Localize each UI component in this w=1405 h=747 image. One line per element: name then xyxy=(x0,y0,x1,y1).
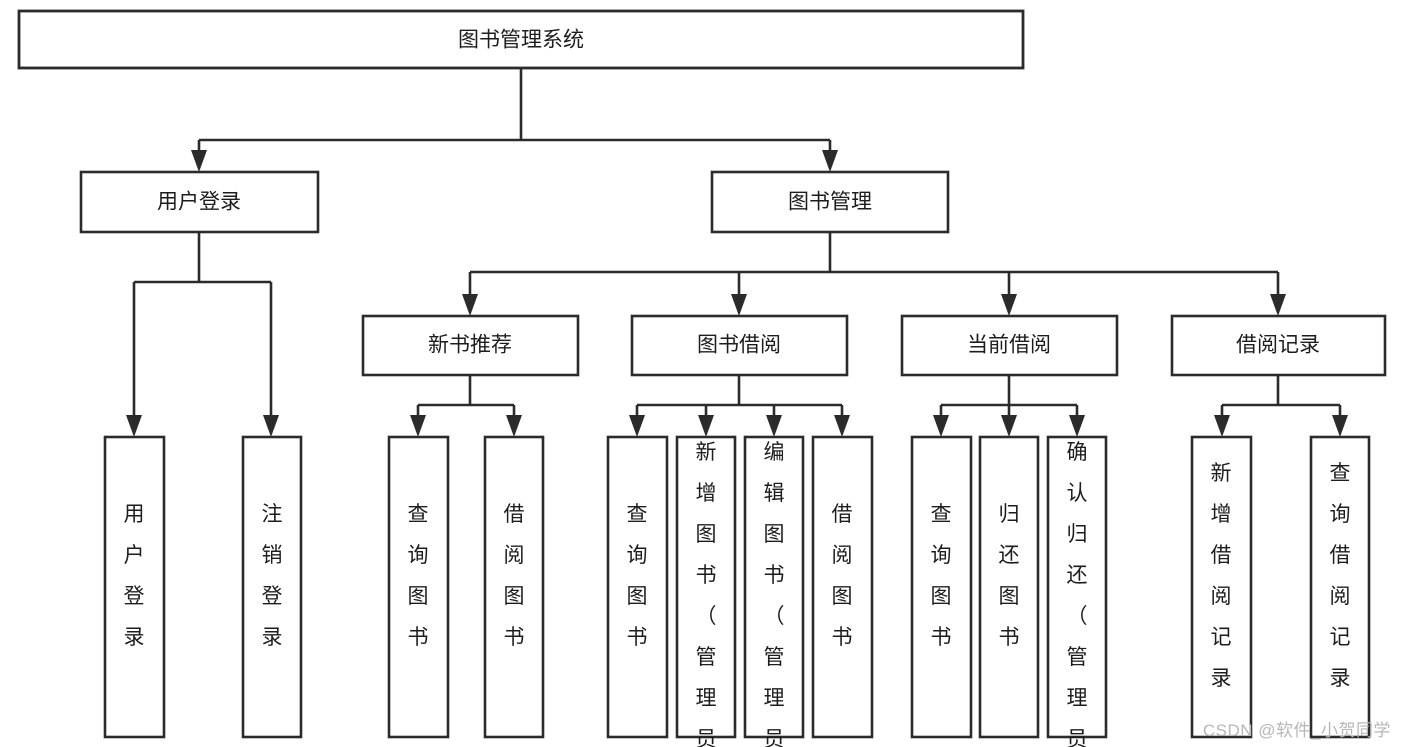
arrow-head-currentborrow xyxy=(1001,294,1017,316)
node-leaf-add-record[interactable]: 新增借阅记录 xyxy=(1190,435,1253,739)
node-borrow-record[interactable]: 借阅记录 xyxy=(1170,314,1387,377)
node-leaf-return-book-label: 归还图书 xyxy=(999,503,1020,649)
node-leaf-query-book-1-box[interactable] xyxy=(387,435,450,739)
arrow-head-borrowrecord xyxy=(1270,294,1286,316)
node-leaf-edit-book[interactable]: 编辑图书（管理员） xyxy=(743,435,805,747)
node-leaf-borrow-book-1-label: 借阅图书 xyxy=(504,503,525,649)
node-leaf-confirm-return[interactable]: 确认归还（管理员） xyxy=(1046,435,1108,747)
node-leaf-return-book-box[interactable] xyxy=(978,435,1040,739)
node-borrow-record-box[interactable] xyxy=(1170,314,1387,377)
node-book-borrow-label: 图书借阅 xyxy=(697,334,781,357)
node-book-borrow[interactable]: 图书借阅 xyxy=(630,314,849,377)
node-leaf-logout-box[interactable] xyxy=(241,435,303,739)
arrow-head-leaf-borrow-book-2 xyxy=(834,415,850,437)
node-book-manage-label: 图书管理 xyxy=(788,191,872,214)
node-leaf-query-record-label: 查询借阅记录 xyxy=(1330,462,1351,690)
arrow-head-newbook xyxy=(462,294,478,316)
arrow-head-leaf-edit-book xyxy=(766,415,782,437)
node-leaf-add-book-label: 新增图书（管理员） xyxy=(696,441,717,747)
node-user-login-box[interactable] xyxy=(79,170,320,234)
node-leaf-user-login-box[interactable] xyxy=(103,435,166,739)
node-leaf-borrow-book-1-box[interactable] xyxy=(483,435,545,739)
arrow-head-leaf-confirm-return xyxy=(1069,415,1085,437)
node-leaf-query-record-box[interactable] xyxy=(1309,435,1371,739)
node-leaf-confirm-return-box[interactable] xyxy=(1046,435,1108,739)
node-leaf-add-book-box[interactable] xyxy=(675,435,737,739)
arrow-head-leaf-add-book xyxy=(698,415,714,437)
node-new-book-rec-box[interactable] xyxy=(361,314,580,377)
node-current-borrow-label: 当前借阅 xyxy=(967,334,1051,357)
node-leaf-logout[interactable]: 注销登录 xyxy=(241,435,303,739)
node-leaf-add-record-box[interactable] xyxy=(1190,435,1253,739)
node-new-book-rec[interactable]: 新书推荐 xyxy=(361,314,580,377)
node-book-borrow-box[interactable] xyxy=(630,314,849,377)
node-leaf-return-book[interactable]: 归还图书 xyxy=(978,435,1040,739)
arrow-head-bookborrow xyxy=(731,294,747,316)
node-leaf-query-book-3-label: 查询图书 xyxy=(931,503,952,649)
arrow-head-leaf-query-book-1 xyxy=(410,415,426,437)
node-leaf-user-login-label: 用户登录 xyxy=(124,503,145,649)
node-leaf-borrow-book-1[interactable]: 借阅图书 xyxy=(483,435,545,739)
csdn-watermark: CSDN @软件_小贺同学 xyxy=(1202,721,1391,740)
node-leaf-add-record-label: 新增借阅记录 xyxy=(1211,462,1232,690)
arrow-head-leaf-user-login xyxy=(126,415,142,437)
arrow-head-leaf-query-book-3 xyxy=(933,415,949,437)
node-leaf-borrow-book-2[interactable]: 借阅图书 xyxy=(811,435,874,739)
node-leaf-query-book-2-label: 查询图书 xyxy=(627,503,648,649)
node-book-manage-box[interactable] xyxy=(710,170,950,234)
node-user-login-label: 用户登录 xyxy=(157,191,241,214)
arrow-head-leaf-query-book-2 xyxy=(629,415,645,437)
node-root-label: 图书管理系统 xyxy=(458,29,584,52)
arrow-head-bookmanage xyxy=(822,150,838,172)
node-leaf-query-book-3[interactable]: 查询图书 xyxy=(910,435,973,739)
node-leaf-query-book-1[interactable]: 查询图书 xyxy=(387,435,450,739)
connector-layer xyxy=(126,68,1348,437)
arrow-head-leaf-logout xyxy=(263,415,279,437)
arrow-head-leaf-borrow-book-1 xyxy=(506,415,522,437)
node-leaf-query-book-2[interactable]: 查询图书 xyxy=(606,435,669,739)
arrow-head-leaf-query-record xyxy=(1332,415,1348,437)
node-book-manage[interactable]: 图书管理 xyxy=(710,170,950,234)
node-leaf-edit-book-box[interactable] xyxy=(743,435,805,739)
node-leaf-query-record[interactable]: 查询借阅记录 xyxy=(1309,435,1371,739)
node-user-login[interactable]: 用户登录 xyxy=(79,170,320,234)
node-leaf-logout-label: 注销登录 xyxy=(262,503,283,649)
node-leaf-borrow-book-2-label: 借阅图书 xyxy=(832,503,853,649)
node-leaf-query-book-1-label: 查询图书 xyxy=(408,503,429,649)
node-current-borrow-box[interactable] xyxy=(900,314,1119,377)
node-leaf-edit-book-label: 编辑图书（管理员） xyxy=(764,441,785,747)
node-new-book-rec-label: 新书推荐 xyxy=(428,334,512,357)
node-current-borrow[interactable]: 当前借阅 xyxy=(900,314,1119,377)
node-leaf-add-book[interactable]: 新增图书（管理员） xyxy=(675,435,737,747)
arrow-head-leaf-add-record xyxy=(1214,415,1230,437)
node-leaf-query-book-2-box[interactable] xyxy=(606,435,669,739)
node-leaf-borrow-book-2-box[interactable] xyxy=(811,435,874,739)
node-root[interactable]: 图书管理系统 xyxy=(17,9,1025,70)
node-borrow-record-label: 借阅记录 xyxy=(1236,334,1320,357)
node-leaf-user-login[interactable]: 用户登录 xyxy=(103,435,166,739)
arrow-head-userlogin xyxy=(191,150,207,172)
node-leaf-confirm-return-label: 确认归还（管理员） xyxy=(1067,441,1088,747)
node-root-box[interactable] xyxy=(17,9,1025,70)
arrow-head-leaf-return-book xyxy=(1001,415,1017,437)
node-leaf-query-book-3-box[interactable] xyxy=(910,435,973,739)
